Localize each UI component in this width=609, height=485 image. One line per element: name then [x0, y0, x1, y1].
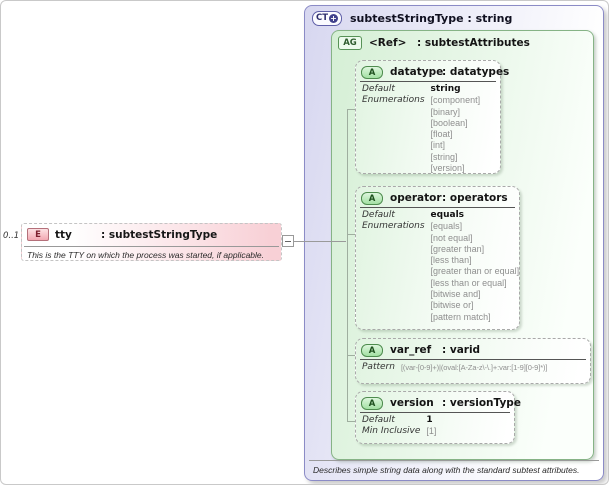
- attributegroup-box: AG <Ref> : subtestAttributes A datatype …: [331, 30, 594, 460]
- facet-label: Default: [362, 84, 395, 94]
- complextype-badge-icon: CT+: [312, 11, 342, 26]
- facet-label: Pattern: [362, 362, 395, 372]
- attributegroup-header[interactable]: AG <Ref> : subtestAttributes: [338, 36, 530, 50]
- enum-value: [version]: [430, 163, 465, 174]
- facet-value: string: [430, 84, 461, 94]
- element-annotation: This is the TTY on which the process was…: [27, 250, 265, 260]
- attribute-type: : varid: [442, 344, 481, 356]
- enum-value: [not equal]: [430, 232, 473, 243]
- attribute-badge-icon: A: [361, 191, 383, 205]
- element-badge-icon: E: [27, 228, 49, 241]
- divider: [360, 412, 510, 413]
- complextype-badge-label: CT: [315, 13, 329, 23]
- facet-table: Pattern [(var-[0-9]+)|(oval:[A-Za-z\-\.]…: [362, 362, 548, 373]
- tree-stub-version: [347, 421, 355, 422]
- attribute-type: : operators: [442, 192, 508, 204]
- facet-row: Default equals: [362, 210, 519, 221]
- facet-row: Default string: [362, 84, 480, 95]
- facet-table: Default string Enumerations [component][…: [362, 84, 480, 174]
- attribute-name: operator: [390, 192, 442, 204]
- enum-value: [greater than or equal]: [430, 266, 520, 277]
- enum-value: [string]: [430, 151, 458, 162]
- attribute-type: : datatypes: [442, 66, 510, 78]
- attribute-var-ref-header[interactable]: A var_ref : varid: [356, 339, 590, 359]
- attribute-version-header[interactable]: A version : versionType: [356, 392, 521, 412]
- connector-line: [294, 241, 346, 242]
- attributegroup-badge-icon: AG: [338, 36, 362, 50]
- facet-label: Default: [362, 210, 395, 220]
- facet-value: equals: [430, 210, 465, 220]
- divider: [360, 81, 496, 82]
- collapse-toggle[interactable]: [282, 235, 294, 247]
- facet-table: Default 1 Min Inclusive [1]: [362, 415, 436, 438]
- facet-value-list: [equals][not equal][greater than][less t…: [431, 221, 520, 323]
- facet-value: 1: [426, 415, 433, 425]
- complextype-header[interactable]: CT+ subtestStringType : string: [312, 11, 512, 26]
- attribute-name: datatype: [390, 66, 444, 78]
- tree-stub-datatype: [347, 109, 355, 110]
- minus-icon: [285, 241, 291, 242]
- attribute-var-ref-box[interactable]: A var_ref : varid Pattern [(var-[0-9]+)|…: [355, 338, 591, 384]
- divider: [309, 460, 599, 461]
- facet-label: Min Inclusive: [362, 426, 421, 437]
- attributegroup-type: : subtestAttributes: [417, 37, 530, 49]
- complextype-title: subtestStringType : string: [350, 12, 513, 25]
- attribute-type: : versionType: [442, 397, 521, 409]
- divider: [360, 207, 515, 208]
- attribute-version-box[interactable]: A version : versionType Default 1 Min In…: [355, 391, 521, 444]
- attribute-name: version: [390, 397, 434, 409]
- facet-label: Default: [362, 415, 395, 425]
- enum-value: [greater than]: [430, 243, 485, 254]
- enum-value: [bitwise or]: [430, 300, 474, 311]
- facet-table: Default equals Enumerations [equals][not…: [362, 210, 519, 323]
- cardinality-label: 0..1: [3, 231, 20, 241]
- enum-value: [binary]: [430, 106, 461, 117]
- divider: [24, 246, 279, 247]
- divider: [360, 359, 586, 360]
- facet-value: [1]: [426, 426, 437, 437]
- enum-value: [less than or equal]: [430, 277, 507, 288]
- enum-value: [float]: [430, 129, 453, 140]
- attribute-datatype-header[interactable]: A datatype : datatypes: [356, 61, 509, 81]
- attribute-badge-icon: A: [361, 65, 383, 79]
- enum-value: [pattern match]: [430, 311, 491, 322]
- facet-value: [(var-[0-9]+)|(oval:[A-Za-z\-\.]+:var:[1…: [400, 363, 548, 372]
- facet-row: Default 1: [362, 415, 436, 426]
- facet-row: Enumerations [equals][not equal][greater…: [362, 221, 519, 323]
- enum-value: [bitwise and]: [430, 289, 481, 300]
- complextype-annotation: Describes simple string data along with …: [313, 465, 580, 475]
- tree-stub-operator: [347, 234, 355, 235]
- attribute-badge-icon: A: [361, 396, 383, 410]
- enum-value: [less than]: [430, 255, 472, 266]
- facet-label: Enumerations: [362, 221, 425, 232]
- attribute-operator-header[interactable]: A operator : operators: [356, 187, 519, 207]
- element-tty-box[interactable]: E tty : subtestStringType This is the TT…: [21, 223, 282, 261]
- element-type: : subtestStringType: [101, 228, 218, 241]
- facet-row: Enumerations [component][binary][boolean…: [362, 95, 480, 174]
- element-name: tty: [55, 228, 72, 241]
- enum-value: [int]: [430, 140, 446, 151]
- element-header[interactable]: E tty : subtestStringType: [22, 224, 217, 245]
- enum-value: [component]: [430, 95, 481, 106]
- attribute-operator-box[interactable]: A operator : operators Default equals En…: [355, 186, 520, 330]
- plus-icon: +: [329, 14, 339, 23]
- attribute-name: var_ref: [390, 344, 432, 356]
- facet-row: Min Inclusive [1]: [362, 426, 436, 437]
- facet-value-list: [component][binary][boolean][float][int]…: [431, 95, 481, 174]
- attribute-datatype-box[interactable]: A datatype : datatypes Default string En…: [355, 60, 509, 174]
- complextype-box: CT+ subtestStringType : string AG <Ref> …: [304, 5, 604, 481]
- tree-connector-line: [347, 109, 348, 421]
- attribute-badge-icon: A: [361, 343, 383, 357]
- attributegroup-name: <Ref>: [369, 37, 407, 49]
- facet-row: Pattern [(var-[0-9]+)|(oval:[A-Za-z\-\.]…: [362, 362, 548, 373]
- enum-value: [equals]: [430, 221, 463, 232]
- facet-label: Enumerations: [362, 95, 425, 106]
- tree-stub-varref: [347, 355, 355, 356]
- enum-value: [boolean]: [430, 117, 468, 128]
